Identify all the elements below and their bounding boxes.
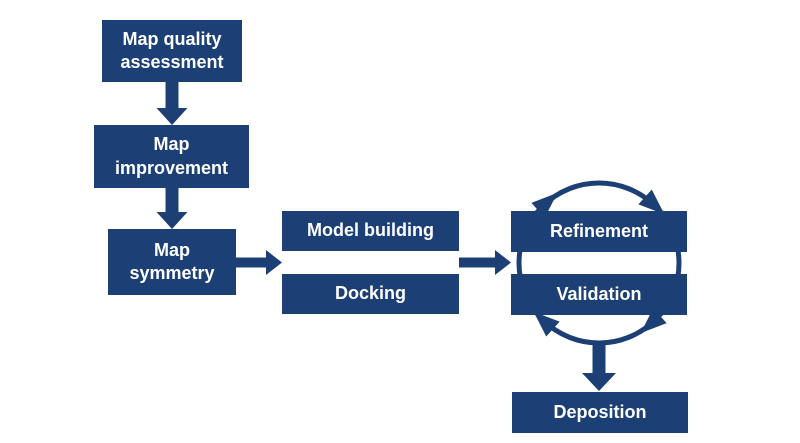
cycle-arrowhead-top-right-icon: [638, 189, 665, 215]
cycle-arrowhead-bottom-left-icon: [533, 311, 560, 337]
arrow-validation-to-deposition-icon: [582, 341, 616, 391]
node-map-symmetry-label: Map symmetry: [129, 239, 215, 283]
arrow-improvement-to-symmetry-icon: [156, 188, 188, 229]
arrow-modeling-to-refinement-icon: [459, 250, 511, 275]
node-refinement: Refinement: [511, 211, 687, 252]
arrow-map-quality-to-improvement-icon: [156, 82, 188, 125]
arrow-symmetry-to-modeling-icon: [236, 250, 282, 275]
node-refinement-label: Refinement: [549, 220, 648, 241]
node-model-building-label: Model building: [307, 220, 434, 241]
node-map-quality-assessment: Map quality assessment: [102, 20, 242, 82]
node-docking-label: Docking: [334, 283, 406, 304]
node-map-improvement: Map improvement: [94, 125, 249, 188]
node-map-improvement-label: Map improvement: [114, 134, 229, 178]
node-map-quality-assessment-label: Map quality assessment: [120, 28, 224, 72]
node-validation-label: Validation: [556, 283, 642, 304]
node-deposition: Deposition: [512, 392, 688, 433]
cycle-arrowhead-top-left-icon: [531, 192, 558, 218]
node-docking: Docking: [282, 274, 459, 314]
node-model-building: Model building: [282, 211, 459, 251]
node-validation: Validation: [511, 274, 687, 315]
node-deposition-label: Deposition: [553, 401, 647, 422]
node-map-symmetry: Map symmetry: [108, 229, 236, 295]
cycle-arrowhead-bottom-right-icon: [640, 308, 667, 334]
